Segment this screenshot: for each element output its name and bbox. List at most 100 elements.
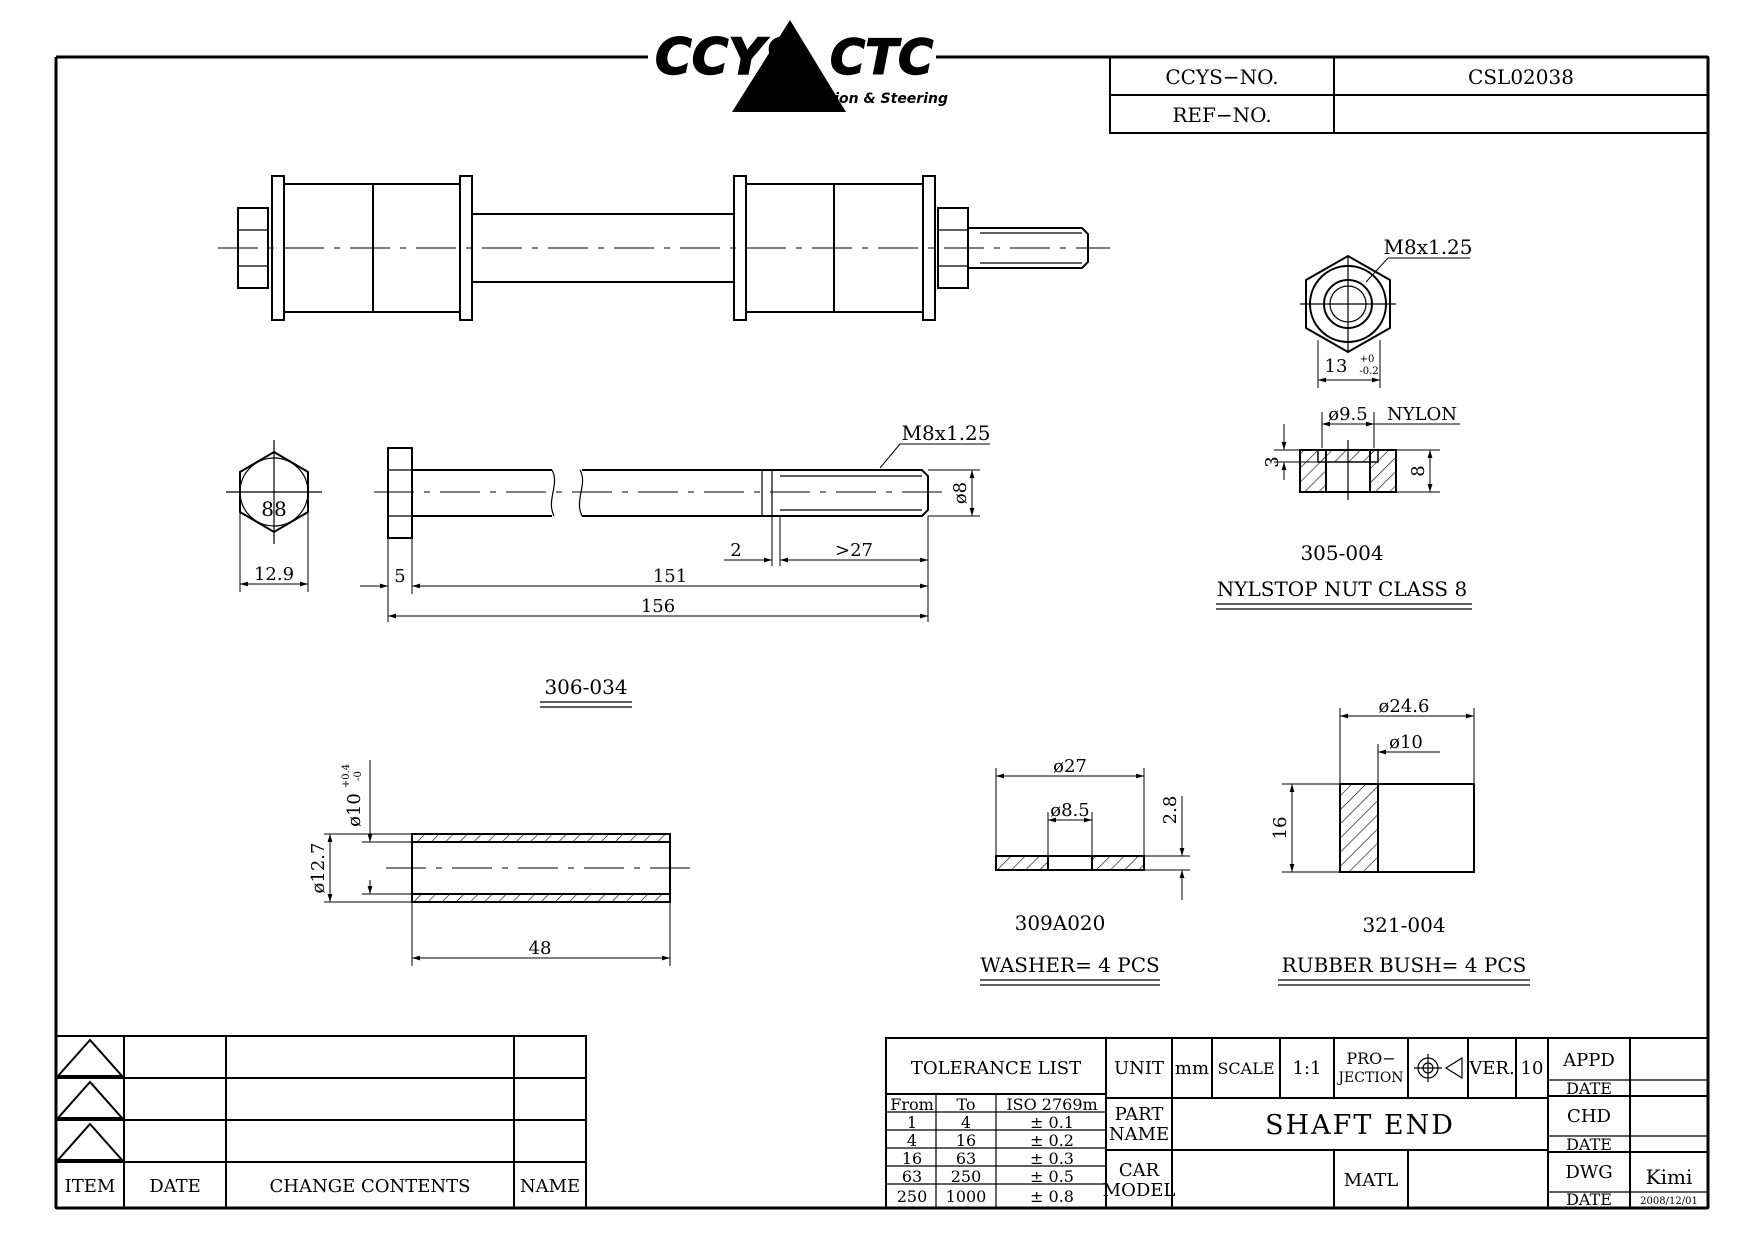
tol-header-to: To [956, 1095, 975, 1114]
rev-header-item: ITEM [65, 1176, 116, 1197]
bush-inner-diameter: ø10 [1389, 732, 1423, 753]
tol-cell: 250 [951, 1167, 982, 1186]
appd-date-label: DATE [1566, 1079, 1612, 1098]
ver-value: 10 [1521, 1058, 1544, 1079]
tol-cell: ± 0.2 [1030, 1131, 1074, 1150]
tol-header-iso: ISO 2769m [1006, 1095, 1097, 1114]
part-name-label-1: PART [1115, 1104, 1164, 1125]
tol-cell: 4 [961, 1113, 971, 1132]
washer-part-no: 309A020 [1015, 911, 1106, 935]
bolt-head-mark: 88 [261, 497, 286, 521]
matl-label: MATL [1344, 1170, 1398, 1191]
tol-cell: 1000 [946, 1187, 987, 1206]
unit-value: mm [1175, 1058, 1209, 1079]
bolt-total-length: 156 [641, 596, 675, 617]
bolt-across-flats: 12.9 [254, 564, 294, 585]
tol-cell: ± 0.3 [1030, 1149, 1074, 1168]
bolt-thread-length: >27 [835, 540, 873, 561]
title-block: TOLERANCE LIST From To ISO 2769m 1 4 ± 0… [885, 1037, 1709, 1209]
rev-header-change-contents: CHANGE CONTENTS [270, 1176, 471, 1197]
revision-table: ITEM DATE CHANGE CONTENTS NAME [55, 1035, 587, 1209]
bolt-gap: 2 [730, 540, 741, 561]
ccys-no-value: CSL02038 [1468, 65, 1574, 89]
bolt-head-height: 5 [394, 566, 405, 587]
chd-label: CHD [1567, 1106, 1611, 1127]
nut-insert-diameter: ø9.5 [1328, 404, 1367, 425]
bush-title: RUBBER BUSH= 4 PCS [1282, 953, 1527, 977]
tol-cell: ± 0.1 [1030, 1113, 1074, 1132]
tol-cell: 1 [907, 1113, 917, 1132]
tol-cell: 4 [907, 1131, 917, 1150]
washer-drawing: ø27 ø8.5 2.8 309A020 WASHER= 4 PCS [980, 756, 1190, 986]
appd-label: APPD [1562, 1050, 1615, 1071]
tolerance-rows: 1 4 ± 0.1 4 16 ± 0.2 16 63 ± 0.3 63 250 … [897, 1113, 1074, 1206]
tol-cell: 63 [956, 1149, 976, 1168]
logo-triangle-icon [732, 20, 846, 112]
rev-header-date: DATE [149, 1176, 201, 1197]
nut-side-section: ø9.5 NYLON 3 8 305-004 NYLSTOP NUT CLASS… [1216, 404, 1472, 610]
first-angle-projection-icon [1414, 1054, 1463, 1082]
car-model-label-1: CAR [1119, 1160, 1160, 1181]
nut-part-no: 305-004 [1300, 541, 1383, 565]
tol-cell: 250 [897, 1187, 928, 1206]
nut-top-view: M8x1.25 13 +0 -0.2 [1300, 235, 1473, 388]
car-model-label-2: MODEL [1103, 1180, 1176, 1201]
dwg-value: Kimi [1646, 1165, 1693, 1189]
nut-height: 8 [1408, 465, 1429, 476]
part-name-label-2: NAME [1109, 1124, 1169, 1145]
bush-part-no: 321-004 [1362, 913, 1445, 937]
ccys-no-label: CCYS−NO. [1165, 65, 1278, 89]
tol-cell: 63 [902, 1167, 922, 1186]
tol-cell: 16 [956, 1131, 976, 1150]
rev-header-name: NAME [520, 1176, 580, 1197]
nut-across-flats: 13 [1325, 356, 1348, 377]
sleeve-inner-tol-upper: +0.4 [341, 764, 352, 788]
tol-header-from: From [890, 1095, 934, 1114]
ref-no-label: REF−NO. [1172, 103, 1271, 127]
bush-drawing: ø24.6 ø10 16 321-004 RUBBER BUSH= 4 PCS [1270, 696, 1530, 986]
nut-tol-upper: +0 [1360, 354, 1375, 365]
washer-inner-diameter: ø8.5 [1050, 800, 1089, 821]
nut-insert-label: NYLON [1387, 404, 1457, 425]
dwg-date-value: 2008/12/01 [1640, 1196, 1698, 1207]
bolt-thread-label: M8x1.25 [901, 421, 990, 445]
washer-thickness: 2.8 [1160, 796, 1181, 825]
sleeve-drawing: ø10 +0.4 -0 ø12.7 48 [308, 760, 690, 966]
bolt-shank-length: 151 [653, 566, 687, 587]
chd-date-label: DATE [1566, 1135, 1612, 1154]
assembly-view [218, 175, 1110, 321]
nut-insert-height: 3 [1262, 456, 1283, 467]
scale-label: SCALE [1217, 1059, 1274, 1078]
bolt-diameter: ø8 [950, 482, 971, 504]
tol-cell: 16 [902, 1149, 922, 1168]
sleeve-inner-diameter: ø10 [344, 793, 365, 827]
bolt-part-no: 306-034 [544, 675, 627, 699]
dwg-label: DWG [1565, 1162, 1612, 1183]
bush-outer-diameter: ø24.6 [1379, 696, 1430, 717]
company-logo: CCYS CTC Suspension & Steering [654, 20, 948, 112]
logo-right-text: CTC [830, 30, 933, 86]
sleeve-outer-diameter: ø12.7 [308, 843, 329, 894]
projection-label-1: PRO− [1346, 1049, 1395, 1068]
logo-left-text: CCYS [655, 28, 801, 86]
dwg-date-label: DATE [1566, 1190, 1612, 1209]
nut-tol-lower: -0.2 [1359, 366, 1378, 377]
header-table: CCYS−NO. CSL02038 REF−NO. [1109, 56, 1709, 134]
scale-value: 1:1 [1293, 1058, 1322, 1079]
washer-outer-diameter: ø27 [1053, 756, 1087, 777]
sleeve-length: 48 [529, 938, 552, 959]
revision-triangle-icon [55, 1080, 125, 1119]
part-name-value: SHAFT END [1265, 1110, 1455, 1141]
tol-cell: ± 0.8 [1030, 1187, 1074, 1206]
revision-triangle-icon [55, 1122, 125, 1161]
bush-length: 16 [1270, 817, 1291, 840]
logo-tagline: Suspension & Steering [768, 91, 948, 107]
ver-label: VER. [1468, 1058, 1514, 1079]
bolt-drawing: 88 12.9 M8x1.25 ø8 [226, 421, 991, 708]
revision-triangle-icon [55, 1038, 125, 1077]
sleeve-inner-tol-lower: -0 [353, 771, 364, 781]
unit-label: UNIT [1114, 1058, 1164, 1079]
nut-title: NYLSTOP NUT CLASS 8 [1217, 577, 1467, 601]
washer-title: WASHER= 4 PCS [980, 953, 1159, 977]
tol-cell: ± 0.5 [1030, 1167, 1074, 1186]
